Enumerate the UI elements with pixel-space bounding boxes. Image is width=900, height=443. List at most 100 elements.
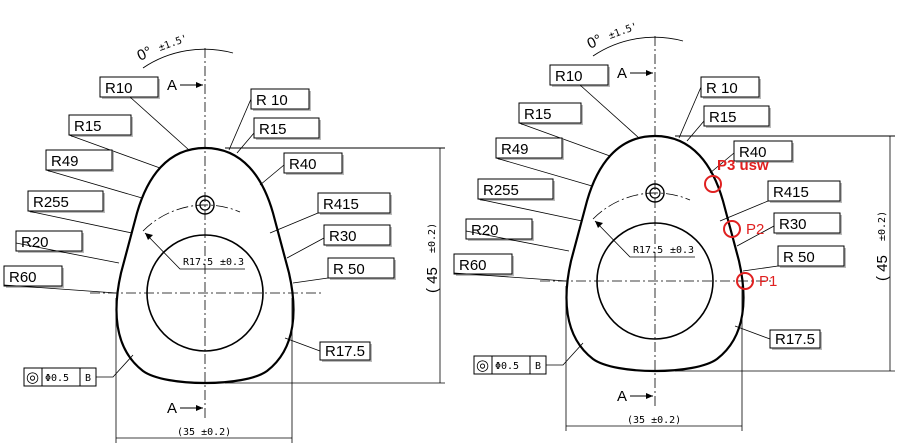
radius-label: R 10 — [256, 92, 288, 109]
height-dimension: ( 45 — [874, 255, 891, 281]
radius-callout: R15 — [236, 117, 321, 154]
radius-label: R49 — [501, 141, 529, 158]
arc-radius-leader — [594, 220, 695, 258]
callout-box — [68, 114, 132, 136]
width-dimension: (35 ±0.2) — [627, 415, 681, 426]
leader-line — [579, 84, 640, 139]
radius-label: R40 — [289, 156, 317, 173]
callout-box — [773, 212, 841, 234]
pin-hole-outer — [195, 195, 215, 215]
arrowhead — [595, 221, 603, 228]
callout-box — [27, 190, 104, 212]
tolerance-value: Φ0.5 — [45, 373, 69, 384]
leader-line — [236, 132, 255, 154]
radius-label: R30 — [779, 216, 807, 233]
datum-label: B — [85, 373, 91, 384]
radius-label: R 50 — [333, 261, 365, 278]
callout-box — [733, 140, 793, 162]
leader-line — [734, 325, 771, 340]
callout-box — [45, 149, 113, 171]
leader-line — [742, 265, 779, 272]
radius-callout: R60 — [453, 253, 567, 282]
leader-line — [68, 134, 161, 169]
angle-label: 0° — [585, 31, 605, 52]
arc-radius-label: R17.5 — [633, 245, 663, 256]
measurement-point-label: P2 — [746, 221, 764, 238]
callout-box — [99, 76, 159, 98]
cam-outline — [115, 146, 295, 385]
leader-line — [3, 284, 117, 294]
radius-label: R15 — [259, 121, 287, 138]
radius-callout: R 10 — [228, 88, 311, 151]
callout-box — [518, 102, 582, 124]
leader-line — [228, 98, 252, 151]
radius-callout: R30 — [736, 212, 842, 247]
radius-callout: R 50 — [742, 245, 846, 272]
cam-outline — [565, 134, 745, 373]
radius-callout: R15 — [68, 114, 161, 169]
callout-box — [3, 265, 63, 287]
leader-line — [678, 86, 702, 139]
callout-box — [767, 180, 841, 202]
pin-hole-outer — [645, 183, 665, 203]
radius-callout: R60 — [3, 265, 117, 294]
radius-label: R30 — [329, 228, 357, 245]
leader-line — [27, 210, 133, 234]
cam-view-right: R17.5±0.30°±1.5'AA(35 ±0.2)( 45±0.2)R10R… — [453, 21, 895, 431]
radius-label: R 50 — [783, 249, 815, 266]
leader-line — [284, 337, 321, 352]
angle-arc — [592, 36, 684, 57]
radius-label: R40 — [739, 144, 767, 161]
arrowhead — [145, 233, 153, 240]
leader-line — [45, 169, 143, 199]
radius-callout: R40 — [259, 152, 344, 186]
height-dimension: ( 45 — [424, 267, 441, 293]
arc-tolerance-label: ±0.3 — [220, 257, 244, 268]
radius-label: R415 — [323, 196, 359, 213]
radius-callout: R 50 — [292, 257, 396, 284]
tolerance-value: Φ0.5 — [495, 361, 519, 372]
width-dimension: (35 ±0.2) — [177, 427, 231, 438]
measurement-point-marker — [736, 272, 754, 290]
radius-label: R15 — [524, 106, 552, 123]
radius-label: R60 — [9, 269, 37, 286]
arrowhead — [196, 405, 203, 411]
concentricity-icon: ◎ — [26, 369, 39, 386]
pitch-arc — [142, 204, 241, 232]
radius-label: R255 — [483, 182, 519, 199]
arc-radius-label: R17.5 — [183, 257, 213, 268]
radius-label: R20 — [471, 222, 499, 239]
arrowhead — [646, 393, 653, 399]
radius-label: R255 — [33, 194, 69, 211]
radius-callout: R415 — [719, 180, 842, 222]
leader-line — [15, 242, 120, 264]
measurement-point-marker — [723, 220, 741, 238]
leader-line — [269, 212, 319, 234]
leader-line — [546, 342, 584, 366]
radius-callout: R17.5 — [284, 337, 372, 362]
arc-radius-leader — [144, 232, 245, 270]
datum-label: B — [535, 361, 541, 372]
radius-label: R15 — [74, 118, 102, 135]
concentricity-icon: ◎ — [476, 357, 489, 374]
radius-callout: R 10 — [678, 76, 761, 139]
callout-box — [777, 245, 845, 267]
radius-label: R17.5 — [325, 343, 365, 360]
measurement-point-label: P3 usw — [717, 157, 769, 174]
radius-label: R10 — [105, 80, 133, 97]
arrowhead — [196, 82, 203, 88]
leader-line — [259, 164, 285, 186]
radius-callout: R49 — [495, 137, 593, 187]
callout-box — [477, 178, 554, 200]
callout-box — [327, 257, 395, 279]
callout-box — [317, 192, 391, 214]
leader-line — [736, 225, 775, 247]
leader-line — [129, 96, 190, 151]
section-label-bottom: A — [617, 388, 627, 405]
radius-callout: R20 — [465, 218, 570, 252]
pitch-arc — [592, 192, 691, 220]
callout-box — [253, 117, 320, 139]
measurement-point-label: P1 — [759, 273, 777, 290]
radius-callout: R15 — [686, 105, 771, 142]
callout-box — [549, 64, 609, 86]
